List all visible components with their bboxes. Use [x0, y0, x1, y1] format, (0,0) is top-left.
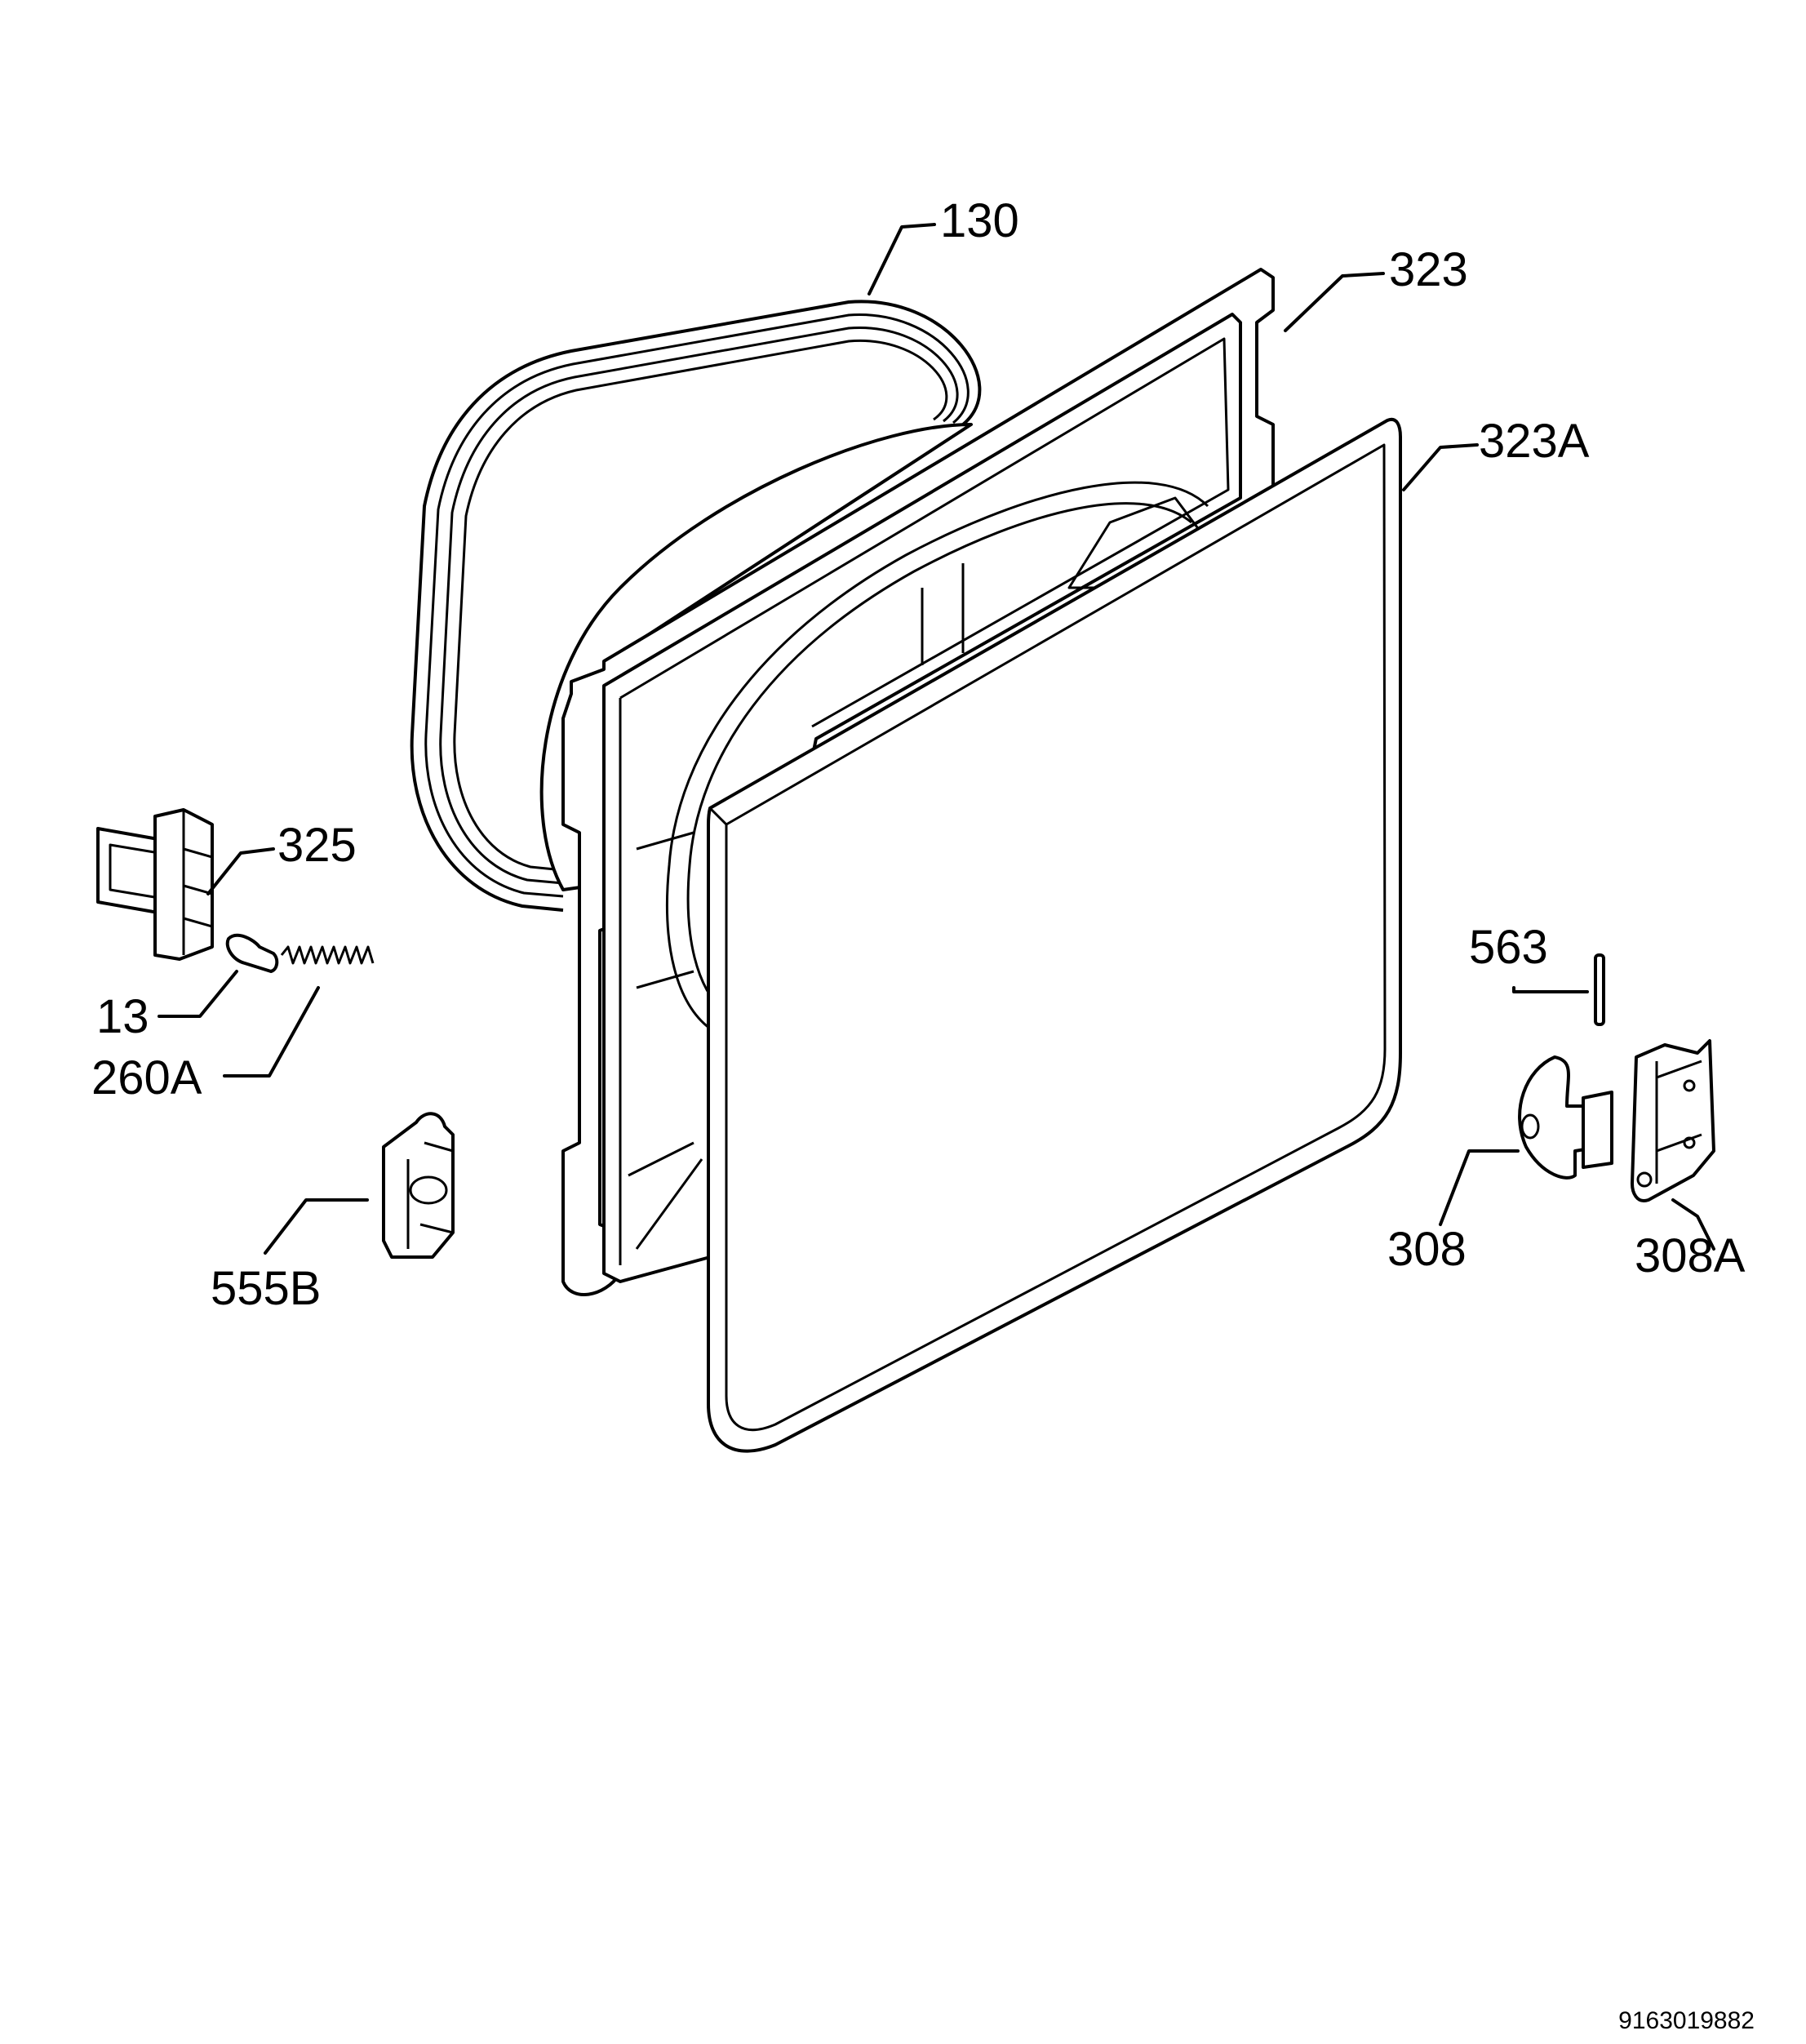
part-308A-hinge-bracket	[1631, 1039, 1715, 1202]
callout-325: 325	[277, 819, 357, 872]
callout-13: 13	[96, 990, 149, 1043]
callout-323: 323	[1389, 243, 1468, 296]
callout-323A: 323A	[1479, 415, 1590, 468]
part-323-inner-door-panel	[539, 268, 1275, 1296]
leader-308	[1439, 1149, 1520, 1226]
part-555B-striker-bracket	[382, 1112, 455, 1259]
callout-260A: 260A	[91, 1051, 202, 1104]
leader-323A	[1402, 443, 1479, 491]
callout-308: 308	[1387, 1223, 1467, 1276]
leader-13	[158, 970, 238, 1018]
callout-130: 130	[940, 194, 1019, 247]
part-323A-outer-door-panel	[707, 417, 1402, 1453]
leader-555B	[264, 1198, 369, 1255]
callout-308A: 308A	[1635, 1229, 1746, 1282]
leader-308A	[1671, 1198, 1715, 1251]
callout-563: 563	[1469, 921, 1548, 974]
part-563-hinge-pin	[1594, 953, 1605, 1026]
part-325-lock-housing	[96, 808, 214, 961]
part-260A-spring	[280, 945, 375, 965]
leader-323	[1284, 272, 1385, 332]
leader-325	[206, 847, 275, 895]
part-13-pin	[225, 933, 279, 973]
leader-260A	[223, 986, 320, 1078]
part-308-hinge	[1518, 1055, 1613, 1180]
leader-563	[1512, 986, 1589, 993]
callout-555B: 555B	[211, 1262, 321, 1315]
leader-130	[868, 223, 936, 295]
leader-lines	[158, 223, 1715, 1255]
document-id: 9163019882	[1618, 2007, 1755, 2034]
